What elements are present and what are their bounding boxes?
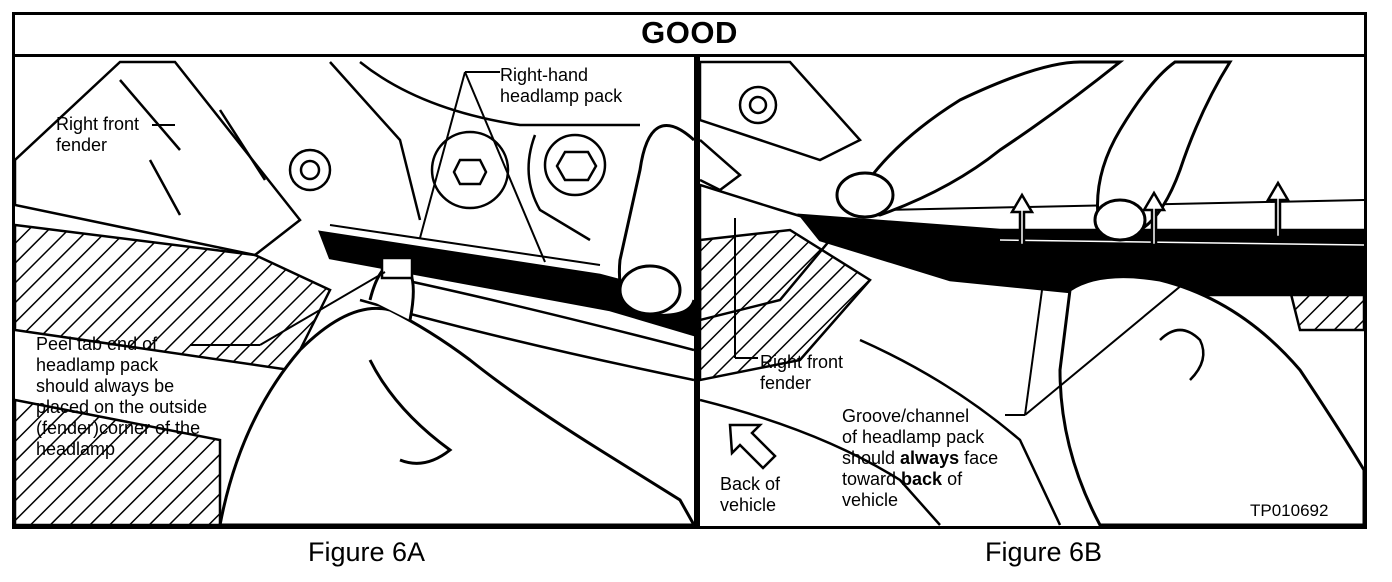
label-right-front-fender-b: Right front fender — [760, 352, 844, 393]
figure-6b-art — [700, 60, 1364, 526]
label-groove-channel: Groove/channel of headlamp pack should a… — [842, 406, 999, 510]
figure-divider — [694, 57, 700, 529]
figure-frame — [12, 12, 1367, 529]
label-back-of-vehicle: Back of vehicle — [720, 474, 781, 515]
page-title: GOOD — [641, 15, 738, 50]
figure-code: TP010692 — [1250, 501, 1329, 520]
label-peel-tab-instruction: Peel tab end of headlamp pack should alw… — [36, 334, 208, 459]
label-right-front-fender-a: Right front fender — [56, 114, 140, 155]
caption-figure-6b: Figure 6B — [985, 537, 1103, 567]
header-bar: GOOD — [12, 12, 1367, 57]
label-right-hand-headlamp-pack: Right-hand headlamp pack — [500, 65, 623, 106]
caption-figure-6a: Figure 6A — [308, 537, 426, 567]
figure-6a-art — [15, 60, 694, 526]
